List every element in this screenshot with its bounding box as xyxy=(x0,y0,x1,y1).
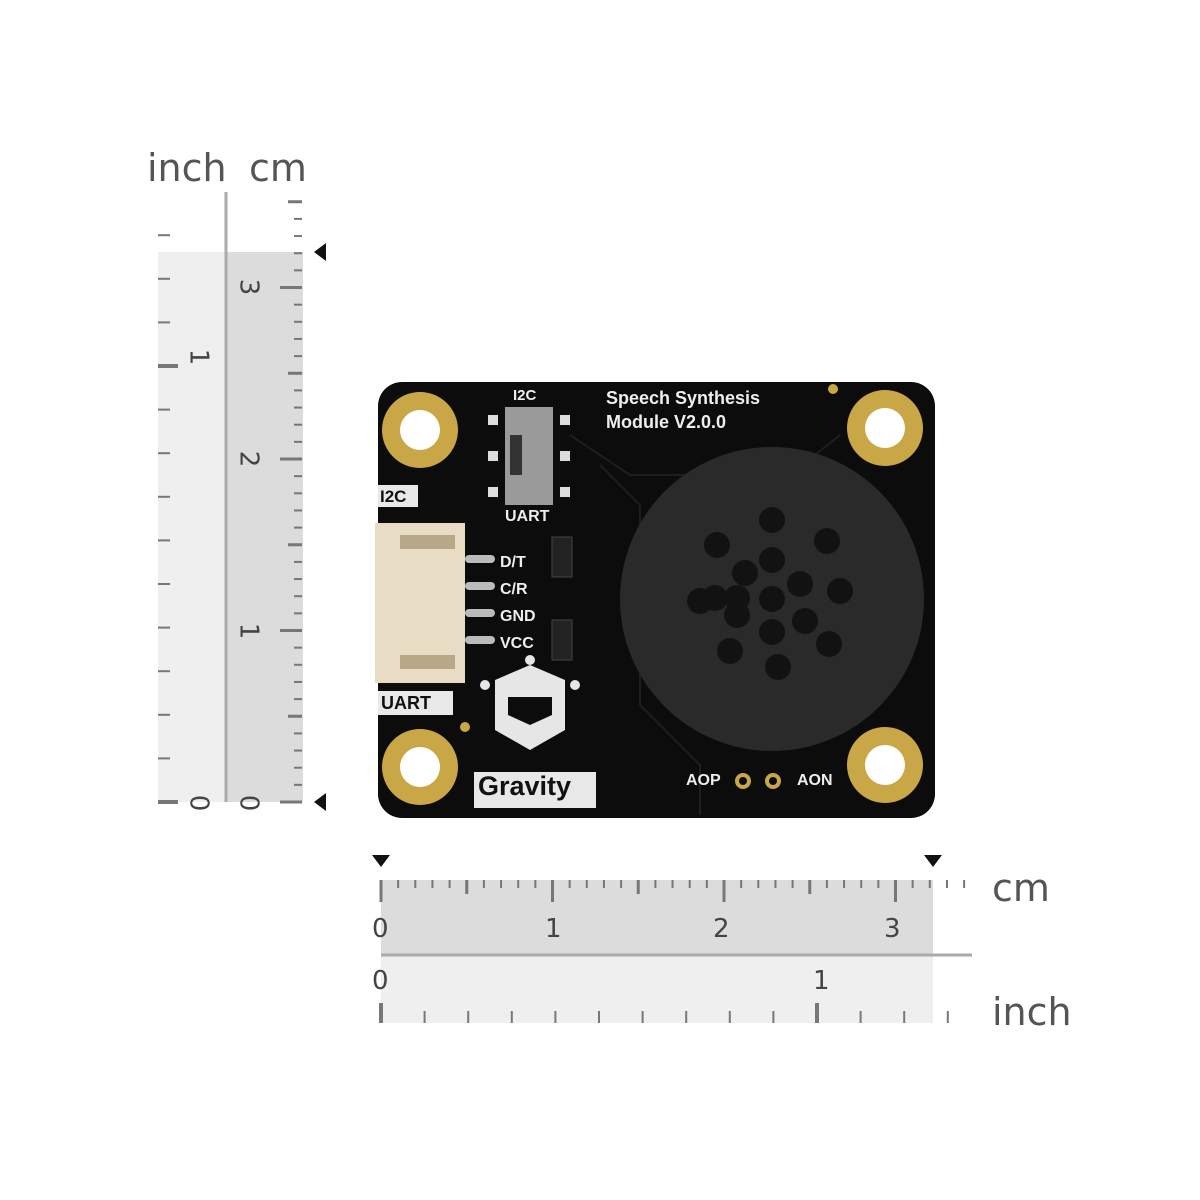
mode-switch[interactable] xyxy=(488,407,570,505)
pin-label-vcc: VCC xyxy=(500,635,534,652)
speaker-grille-hole xyxy=(759,547,785,573)
mounting-hole-icon xyxy=(847,390,923,466)
horizontal-left-marker-icon xyxy=(372,855,390,867)
pin-labels: D/T C/R GND VCC xyxy=(500,549,536,657)
vertical-bottom-marker-icon xyxy=(314,793,326,811)
vertical-cm-1: 1 xyxy=(233,622,264,640)
speaker-grille-hole xyxy=(792,608,818,634)
speaker-grille-hole xyxy=(816,631,842,657)
vertical-top-marker-icon xyxy=(314,243,326,261)
switch-label-i2c: I2C xyxy=(513,387,537,404)
speaker-grille-hole xyxy=(814,528,840,554)
speaker xyxy=(620,447,924,751)
board-title-line1: Speech Synthesis xyxy=(606,388,761,408)
vertical-inch-shade xyxy=(158,252,226,802)
pin-label-gnd: GND xyxy=(500,608,536,625)
speaker-grille-hole xyxy=(759,507,785,533)
speaker-grille-hole xyxy=(759,586,785,612)
horizontal-inch-shade xyxy=(381,955,933,1023)
speaker-grille-hole xyxy=(787,571,813,597)
horizontal-cm-1: 1 xyxy=(545,914,562,944)
gravity-brand-label: Gravity xyxy=(478,771,572,801)
speaker-grille-hole xyxy=(724,602,750,628)
mounting-hole-icon xyxy=(382,729,458,805)
gravity-connector[interactable] xyxy=(375,523,495,683)
vertical-cm-unit-label: cm xyxy=(249,146,307,190)
horizontal-right-marker-icon xyxy=(924,855,942,867)
board-title-line2: Module V2.0.0 xyxy=(606,412,727,432)
vertical-cm-shade xyxy=(226,252,303,802)
horizontal-cm-0: 0 xyxy=(372,914,389,944)
horizontal-cm-unit-label: cm xyxy=(992,866,1050,910)
speaker-grille-hole xyxy=(687,588,713,614)
vertical-inch-0: 0 xyxy=(183,794,214,812)
horizontal-inch-0: 0 xyxy=(372,966,389,996)
side-label-uart: UART xyxy=(381,693,431,713)
speaker-grille-hole xyxy=(704,532,730,558)
aon-label: AON xyxy=(797,772,833,789)
aop-label: AOP xyxy=(686,772,721,789)
horizontal-cm-2: 2 xyxy=(713,914,730,944)
speaker-grille-hole xyxy=(765,654,791,680)
vertical-inch-1: 1 xyxy=(183,348,214,366)
gravity-robot-logo-icon xyxy=(480,655,580,750)
mounting-hole-icon xyxy=(847,727,923,803)
speaker-grille-hole xyxy=(759,619,785,645)
horizontal-inch-1: 1 xyxy=(813,966,830,996)
speaker-grille-hole xyxy=(732,560,758,586)
vertical-cm-0: 0 xyxy=(233,794,264,812)
horizontal-inch-unit-label: inch xyxy=(992,990,1072,1034)
switch-label-uart: UART xyxy=(505,508,550,525)
board-title: Speech Synthesis Module V2.0.0 xyxy=(606,386,760,434)
speech-synthesis-module-board xyxy=(375,382,935,818)
vertical-inch-unit-label: inch xyxy=(147,146,227,190)
vertical-cm-2: 2 xyxy=(233,450,264,468)
side-label-i2c: I2C xyxy=(380,487,407,506)
horizontal-cm-3: 3 xyxy=(884,914,901,944)
horizontal-cm-shade xyxy=(381,880,933,955)
vertical-cm-3: 3 xyxy=(233,278,264,296)
speaker-grille-hole xyxy=(827,578,853,604)
speaker-grille-hole xyxy=(717,638,743,664)
pin-label-cr: C/R xyxy=(500,581,528,598)
pin-label-dt: D/T xyxy=(500,554,526,571)
mounting-hole-icon xyxy=(382,392,458,468)
